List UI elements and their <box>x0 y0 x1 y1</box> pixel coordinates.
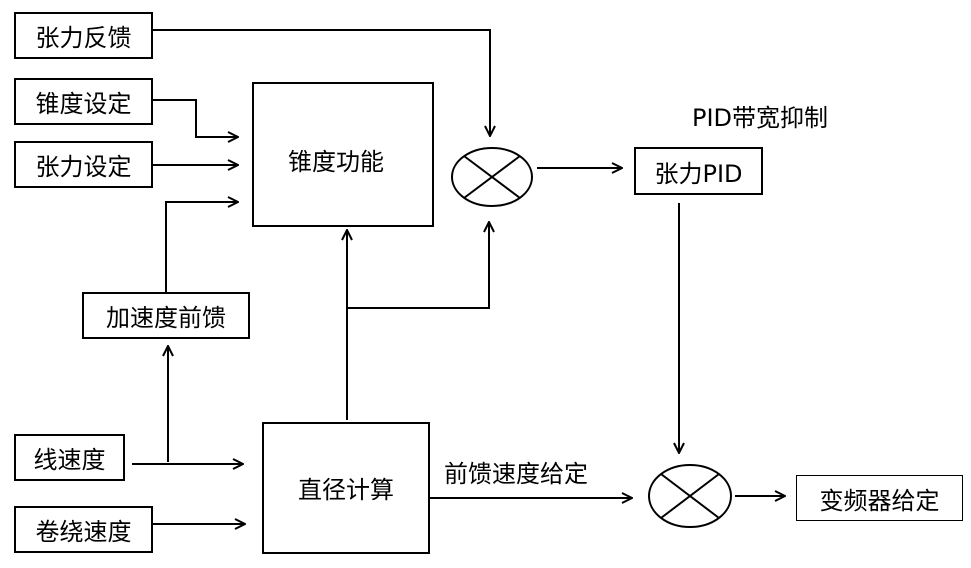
pid-bandwidth-annotation: PID带宽抑制 <box>692 104 829 132</box>
vfd-setpoint-block: 变频器给定 <box>796 475 963 521</box>
line-speed-label: 线速度 <box>33 446 106 474</box>
winding-speed-block: 卷绕速度 <box>14 506 153 553</box>
summing-junction-tension <box>451 147 533 207</box>
diameter-calc-label: 直径计算 <box>298 476 394 504</box>
vfd-setpoint-label: 变频器给定 <box>819 486 940 515</box>
tension-feedback-label: 张力反馈 <box>35 24 132 52</box>
accel-feedforward-block: 加速度前馈 <box>82 292 250 339</box>
winding-speed-label: 卷绕速度 <box>35 518 132 546</box>
tension-feedback-block: 张力反馈 <box>14 12 153 59</box>
wire-taper-setting <box>152 99 238 137</box>
accel-feedforward-label: 加速度前馈 <box>106 304 226 332</box>
taper-function-block: 锥度功能 <box>252 82 434 227</box>
diameter-calc-block: 直径计算 <box>262 422 430 554</box>
taper-setting-block: 锥度设定 <box>14 78 153 125</box>
taper-setting-label: 锥度设定 <box>35 90 132 118</box>
tension-pid-block: 张力PID <box>634 147 763 195</box>
tension-pid-label: 张力PID <box>654 159 743 188</box>
summing-junction-speed <box>648 464 732 528</box>
tension-setting-label: 张力设定 <box>35 153 132 181</box>
wire-tension-feedback <box>152 29 490 136</box>
line-speed-block: 线速度 <box>14 434 125 481</box>
wire-diameter-to-junction <box>347 222 489 309</box>
taper-function-label: 锥度功能 <box>288 148 384 176</box>
wire-accel-feedforward <box>165 202 238 293</box>
feedforward-speed-annotation: 前馈速度给定 <box>444 460 588 488</box>
tension-setting-block: 张力设定 <box>14 141 153 188</box>
